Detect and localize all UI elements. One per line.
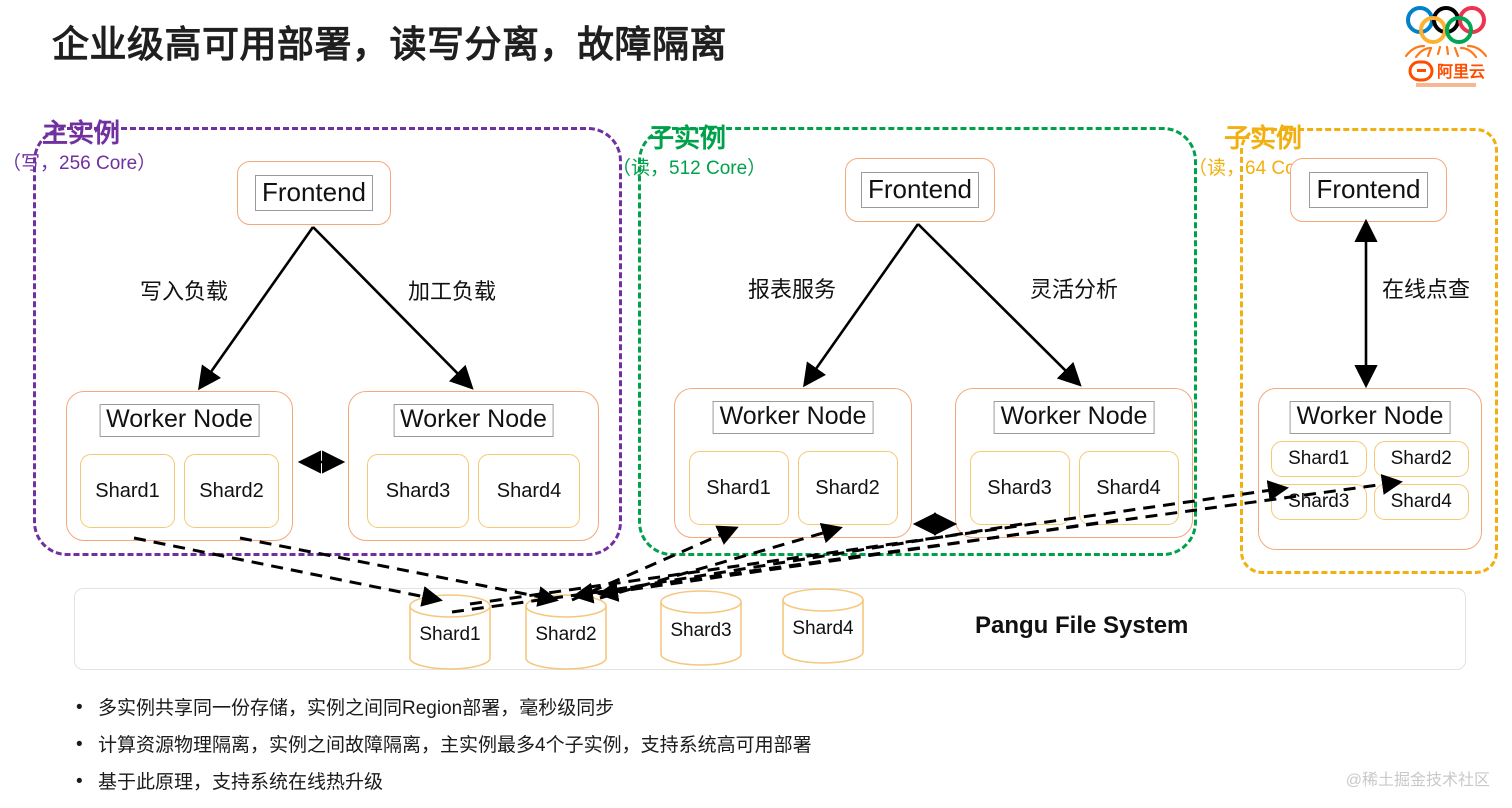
shard-box[interactable]: Shard2 — [1373, 441, 1469, 477]
bullet-item: 多实例共享同一份存储，实例之间同Region部署，毫秒级同步 — [68, 697, 968, 721]
shard-box[interactable]: Shard3 — [969, 451, 1070, 525]
shard-grid: Shard1 Shard2 Shard3 Shard4 — [1271, 441, 1469, 520]
frontend-node-primary[interactable]: Frontend — [237, 161, 391, 225]
workload-label-write: 写入负载 — [140, 279, 229, 304]
worker-node-child-1-b[interactable]: Worker Node Shard3 Shard4 — [955, 388, 1193, 538]
frontend-label: Frontend — [860, 172, 980, 208]
worker-node-primary-1[interactable]: Worker Node Shard1 Shard2 — [66, 391, 293, 541]
shard-box[interactable]: Shard4 — [1373, 484, 1469, 520]
storage-cylinder[interactable]: Shard4 — [777, 588, 869, 664]
storage-cylinder-label: Shard4 — [792, 618, 854, 639]
storage-cylinder[interactable]: Shard2 — [520, 594, 612, 670]
shard-row: Shard1 Shard2 — [675, 451, 911, 525]
instance-subtitle-primary: （写，256 Core） — [2, 153, 157, 174]
frontend-node-child-2[interactable]: Frontend — [1290, 158, 1447, 222]
frontend-label: Frontend — [1309, 172, 1428, 208]
shard-box[interactable]: Shard3 — [367, 454, 469, 528]
shard-row: Shard1 Shard2 — [67, 454, 292, 528]
worker-node-primary-2[interactable]: Worker Node Shard3 Shard4 — [348, 391, 599, 541]
shard-box[interactable]: Shard1 — [80, 454, 175, 528]
workload-label-analysis: 灵活分析 — [1030, 277, 1119, 302]
bullet-item: 计算资源物理隔离，实例之间故障隔离，主实例最多4个子实例，支持系统高可用部署 — [68, 734, 968, 758]
worker-node-label: Worker Node — [993, 401, 1155, 434]
instance-title-child-2: 子实例 — [1224, 123, 1303, 153]
instance-title-child-1: 子实例 — [648, 123, 727, 153]
alibaba-cloud-olympic-logo: 阿里云 — [1390, 4, 1502, 96]
shard-box[interactable]: Shard1 — [1271, 441, 1367, 477]
storage-cylinder-label: Shard1 — [419, 624, 481, 645]
bullet-item: 基于此原理，支持系统在线热升级 — [68, 771, 968, 795]
shard-box[interactable]: Shard4 — [478, 454, 580, 528]
pangu-file-system-container — [74, 588, 1466, 670]
worker-node-label: Worker Node — [712, 401, 874, 434]
shard-box[interactable]: Shard4 — [1078, 451, 1179, 525]
worker-node-child-2[interactable]: Worker Node Shard1 Shard2 Shard3 Shard4 — [1258, 388, 1482, 550]
storage-cylinder[interactable]: Shard3 — [655, 590, 747, 666]
frontend-node-child-1[interactable]: Frontend — [845, 158, 995, 222]
workload-label-point-query: 在线点查 — [1382, 277, 1471, 302]
worker-node-label: Worker Node — [1289, 401, 1451, 434]
page-title: 企业级高可用部署，读写分离，故障隔离 — [52, 24, 727, 65]
storage-cylinder-label: Shard2 — [535, 624, 597, 645]
instance-subtitle-child-1: （读，512 Core） — [612, 158, 767, 179]
pangu-file-system-label: Pangu File System — [975, 612, 1189, 639]
shard-box[interactable]: Shard1 — [688, 451, 789, 525]
shard-row: Shard3 Shard4 — [956, 451, 1192, 525]
shard-box[interactable]: Shard3 — [1271, 484, 1367, 520]
frontend-label: Frontend — [254, 175, 374, 211]
watermark: @稀土掘金技术社区 — [1345, 772, 1490, 789]
worker-node-label: Worker Node — [99, 404, 260, 437]
storage-cylinder-label: Shard3 — [670, 620, 732, 641]
workload-label-report: 报表服务 — [748, 277, 837, 302]
shard-box[interactable]: Shard2 — [797, 451, 898, 525]
shard-box[interactable]: Shard2 — [184, 454, 279, 528]
instance-title-primary: 主实例 — [42, 118, 121, 148]
svg-text:阿里云: 阿里云 — [1437, 63, 1485, 81]
shard-row: Shard3 Shard4 — [349, 454, 598, 528]
storage-cylinder[interactable]: Shard1 — [404, 594, 496, 670]
worker-node-label: Worker Node — [393, 404, 554, 437]
workload-label-process: 加工负载 — [408, 279, 497, 304]
worker-node-child-1-a[interactable]: Worker Node Shard1 Shard2 — [674, 388, 912, 538]
bullet-list: 多实例共享同一份存储，实例之间同Region部署，毫秒级同步 计算资源物理隔离，… — [68, 697, 968, 808]
